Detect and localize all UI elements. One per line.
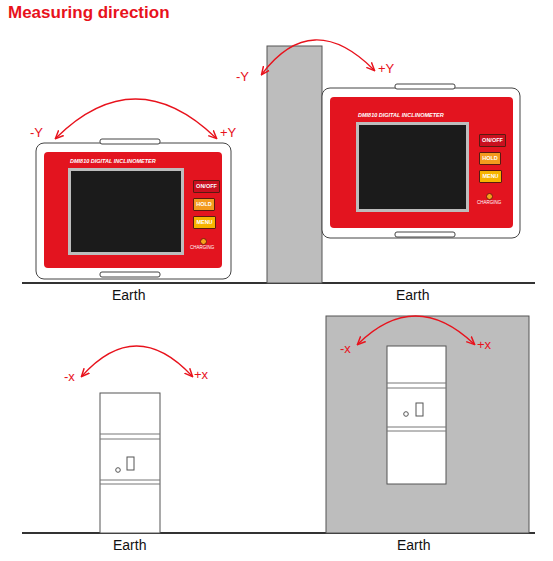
button: MENU <box>479 170 502 183</box>
button: HOLD <box>479 152 501 165</box>
device-side <box>100 393 160 533</box>
ground-label: Earth <box>113 538 146 553</box>
device-seam <box>100 439 160 440</box>
button: HOLD <box>193 198 215 211</box>
housing-tab <box>100 139 160 144</box>
device-housing <box>36 143 231 279</box>
pillar <box>267 46 322 283</box>
direction-label: +x <box>194 368 208 382</box>
button: MENU <box>193 216 216 229</box>
direction-label: -x <box>64 370 75 384</box>
ground-label: Earth <box>112 288 145 303</box>
page-title: Measuring direction <box>8 3 170 23</box>
housing-tab <box>395 84 455 89</box>
charging-led <box>486 193 493 200</box>
hole <box>116 468 121 473</box>
device-seam <box>387 431 446 432</box>
device-seam <box>387 427 446 428</box>
direction-label: -Y <box>30 126 43 140</box>
device-seam <box>100 480 160 481</box>
direction-label: +Y <box>378 62 394 76</box>
inclinometer-face: DMI810 DIGITAL INCLINOMETER CHARGING ON/OF… <box>330 97 513 228</box>
device-seam <box>100 434 160 435</box>
inclinometer-face: DMI810 DIGITAL INCLINOMETER CHARGING ON/OF… <box>44 152 222 268</box>
direction-arc <box>82 346 192 376</box>
lcd-screen <box>356 122 469 212</box>
device-side <box>387 346 446 484</box>
direction-label: -Y <box>236 70 249 84</box>
lcd-screen <box>68 168 184 255</box>
ground-label: Earth <box>396 288 429 303</box>
direction-arc <box>358 316 474 344</box>
device-housing <box>322 88 520 238</box>
direction-label: +x <box>477 338 491 352</box>
led-label: CHARGING <box>190 246 214 251</box>
housing-tab <box>100 272 160 277</box>
port <box>416 403 423 416</box>
charging-led <box>200 238 207 245</box>
button-label: HOLD <box>196 201 212 207</box>
device-name: DMI810 DIGITAL INCLINOMETER <box>358 112 444 118</box>
port <box>127 457 134 470</box>
housing-tab <box>395 232 455 237</box>
button-label: MENU <box>196 219 212 225</box>
led-label: CHARGING <box>477 201 501 206</box>
device-name: DMI810 DIGITAL INCLINOMETER <box>70 158 156 164</box>
button: ON/OFF <box>193 180 220 193</box>
direction-arc <box>56 99 216 138</box>
device-seam <box>100 484 160 485</box>
button-label: ON/OFF <box>482 137 503 143</box>
direction-label: -x <box>340 342 351 356</box>
wall <box>326 316 529 533</box>
ground-label: Earth <box>397 538 430 553</box>
button-label: ON/OFF <box>196 183 217 189</box>
button: ON/OFF <box>479 134 506 147</box>
device-seam <box>387 383 446 384</box>
button-label: MENU <box>482 173 498 179</box>
direction-arc <box>262 40 374 74</box>
device-seam <box>387 388 446 389</box>
direction-label: +Y <box>220 126 236 140</box>
button-label: HOLD <box>482 155 498 161</box>
hole <box>404 412 409 417</box>
